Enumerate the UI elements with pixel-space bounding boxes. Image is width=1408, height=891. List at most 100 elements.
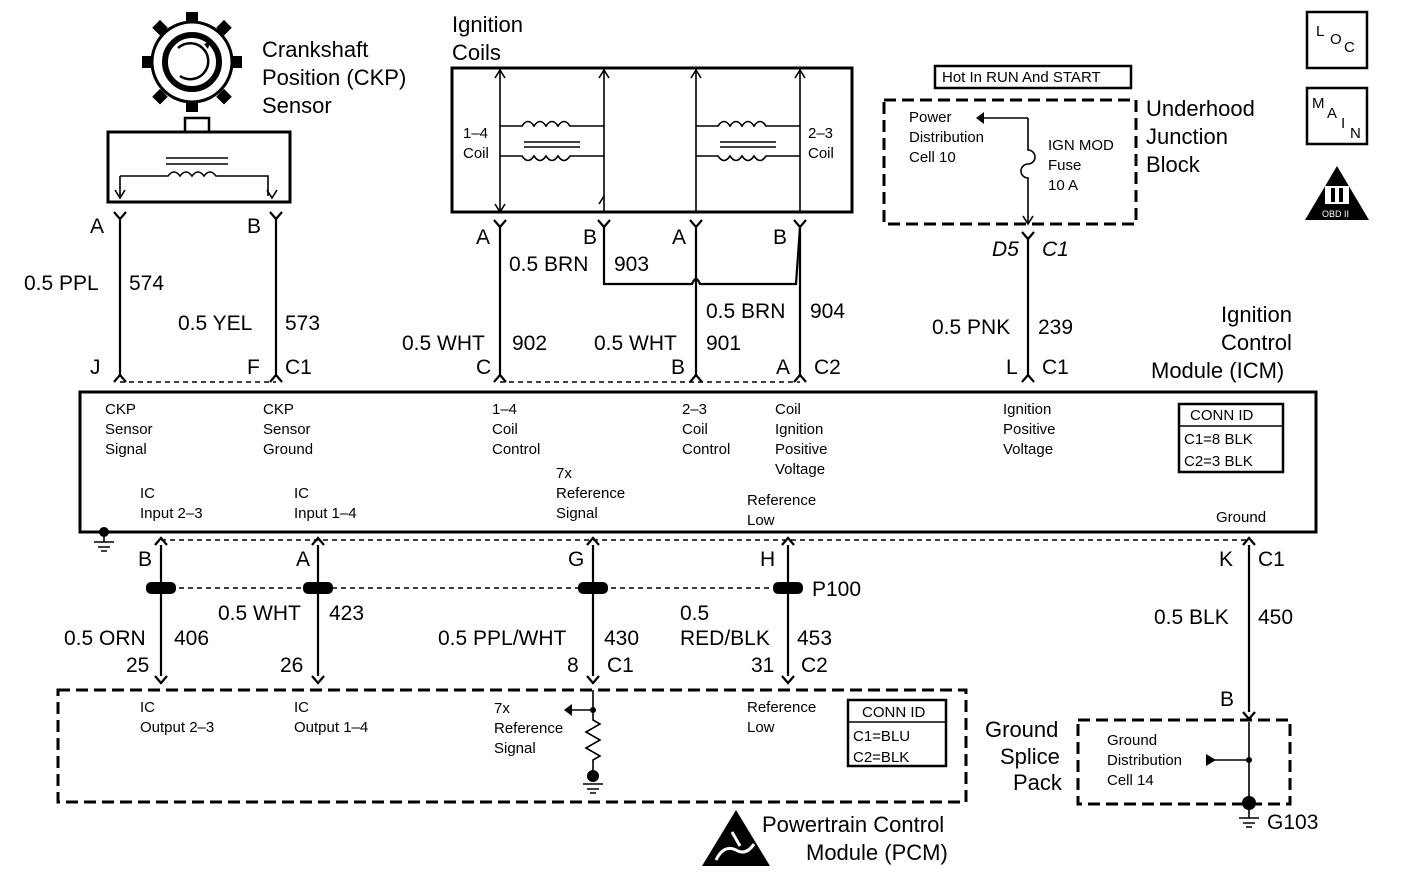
icm-term-ba: A [296,548,310,571]
icm-pin-ckp-signal-2: Sensor [105,421,153,438]
ujb-title-1: Underhood [1146,96,1255,121]
pcm-term-26: 26 [280,654,303,677]
wire-903-num: 903 [614,253,649,276]
icm-pin-ic-input-23-2: Input 2–3 [140,505,203,522]
ckp-title-2: Position (CKP) [262,65,406,90]
wire-453-gauge-2: RED/BLK [680,627,770,650]
wire-450-gauge: 0.5 BLK [1154,606,1229,629]
icm-term-j: J [90,356,101,379]
icm-term-f: F [247,356,260,379]
pull-up-resistor-icon [564,690,603,794]
gsp-title-3: Pack [1013,770,1063,795]
gsp-title-1: Ground [985,717,1058,742]
icm-pin-23-control-3: Control [682,441,730,458]
icm-title-2: Control [1221,330,1292,355]
ckp-term-b: B [247,215,261,238]
pcm-pin-ref-signal-1: 7x [494,700,510,717]
pcm-title-2: Module (PCM) [806,840,948,865]
pcm-pin-ref-signal-2: Reference [494,720,563,737]
icm-term-k: K [1219,548,1233,571]
icm-box [78,390,1318,534]
icm-pin-ckp-ground-2: Sensor [263,421,311,438]
wire-406 [154,536,168,676]
splice-p100 [146,582,803,594]
icm-conn-id-box [1177,402,1285,474]
pcm-pin-ref-low-1: Reference [747,699,816,716]
icm-term-f-conn: C1 [285,356,312,379]
fuse-icon [976,112,1036,226]
wire-450 [1242,536,1256,712]
wire-423 [311,536,325,676]
icm-term-b: B [671,356,685,379]
wire-901 [689,219,703,375]
loc-badge [1305,10,1369,70]
icm-title-1: Ignition [1221,302,1292,327]
hot-in-run-box [933,64,1133,90]
coil-term-a1: A [476,226,490,249]
pcm-term-31: 31 [751,654,774,677]
icm-pin-ign-voltage-1: Ignition [1003,401,1051,418]
coil-14-label-2: Coil [463,145,489,162]
wire-904 [793,219,807,375]
icm-pin-ic-input-23-1: IC [140,485,155,502]
coil-14-label-1: 1–4 [463,125,488,142]
ujb-title-2: Junction [1146,124,1228,149]
ujb-term-c1: C1 [1042,238,1069,261]
coil-term-a2: A [672,226,686,249]
wire-904-gauge: 0.5 BRN [706,300,785,323]
wire-903-gauge: 0.5 BRN [509,253,588,276]
pcm-conn-c1: C1=BLU [853,728,910,745]
icm-pin-ref-signal-3: Signal [556,505,598,522]
loc-o: O [1330,31,1342,48]
main-m: M [1312,95,1325,112]
icm-term-c2: C2 [814,356,841,379]
icm-term-bb: B [138,548,152,571]
icm-pin-ckp-ground-1: CKP [263,401,294,418]
icm-pin-coil-voltage-1: Coil [775,401,801,418]
wire-450-num: 450 [1258,606,1293,629]
icm-pin-ground: Ground [1216,509,1266,526]
pcm-term-25: 25 [126,654,149,677]
icm-pin-ref-signal-1: 7x [556,465,572,482]
icm-term-c: C [476,356,491,379]
coil-14-icon [494,68,610,214]
splice-label: P100 [812,578,861,601]
ckp-title-1: Crankshaft [262,37,368,62]
pcm-pin-ref-low-2: Low [747,719,775,736]
icm-term-a: A [776,356,790,379]
icm-pin-ref-signal-2: Reference [556,485,625,502]
obd-ii-icon [1305,166,1369,220]
wire-901-num: 901 [706,332,741,355]
ground-g103-label: G103 [1267,811,1318,834]
ground-splice-pack [1076,718,1292,806]
wire-573-num: 573 [285,312,320,335]
ujb-title-3: Block [1146,152,1201,177]
pcm-conn-c2: C2=BLK [853,749,909,766]
underhood-junction-block [882,98,1138,226]
pcm-conn-id-box [846,698,948,768]
icm-pin-ic-input-14-1: IC [294,485,309,502]
coils-title-2: Coils [452,40,501,65]
loc-c: C [1344,39,1355,56]
icm-term-h: H [760,548,775,571]
icm-pin-14-control-3: Control [492,441,540,458]
icm-pin-23-control-1: 2–3 [682,401,707,418]
pdc-label-3: Cell 10 [909,149,956,166]
wire-902 [493,219,507,375]
icm-conn-c2: C2=3 BLK [1184,453,1253,470]
pcm-term-8-conn: C1 [607,654,634,677]
pcm-pin-ref-signal-3: Signal [494,740,536,757]
wire-406-gauge: 0.5 ORN [64,627,146,650]
pdc-label-2: Distribution [909,129,984,146]
main-n: N [1350,125,1361,142]
wire-574-num: 574 [129,272,164,295]
icm-pin-14-control-1: 1–4 [492,401,517,418]
pcm-pin-ic-out-23-2: Output 2–3 [140,719,214,736]
loc-l: L [1316,23,1324,40]
ground-icon [94,527,114,552]
fuse-label-2: Fuse [1048,157,1081,174]
pcm-pin-ic-out-14-2: Output 1–4 [294,719,368,736]
pcm-pin-ic-out-23-1: IC [140,699,155,716]
esd-warning-icon [702,810,770,866]
